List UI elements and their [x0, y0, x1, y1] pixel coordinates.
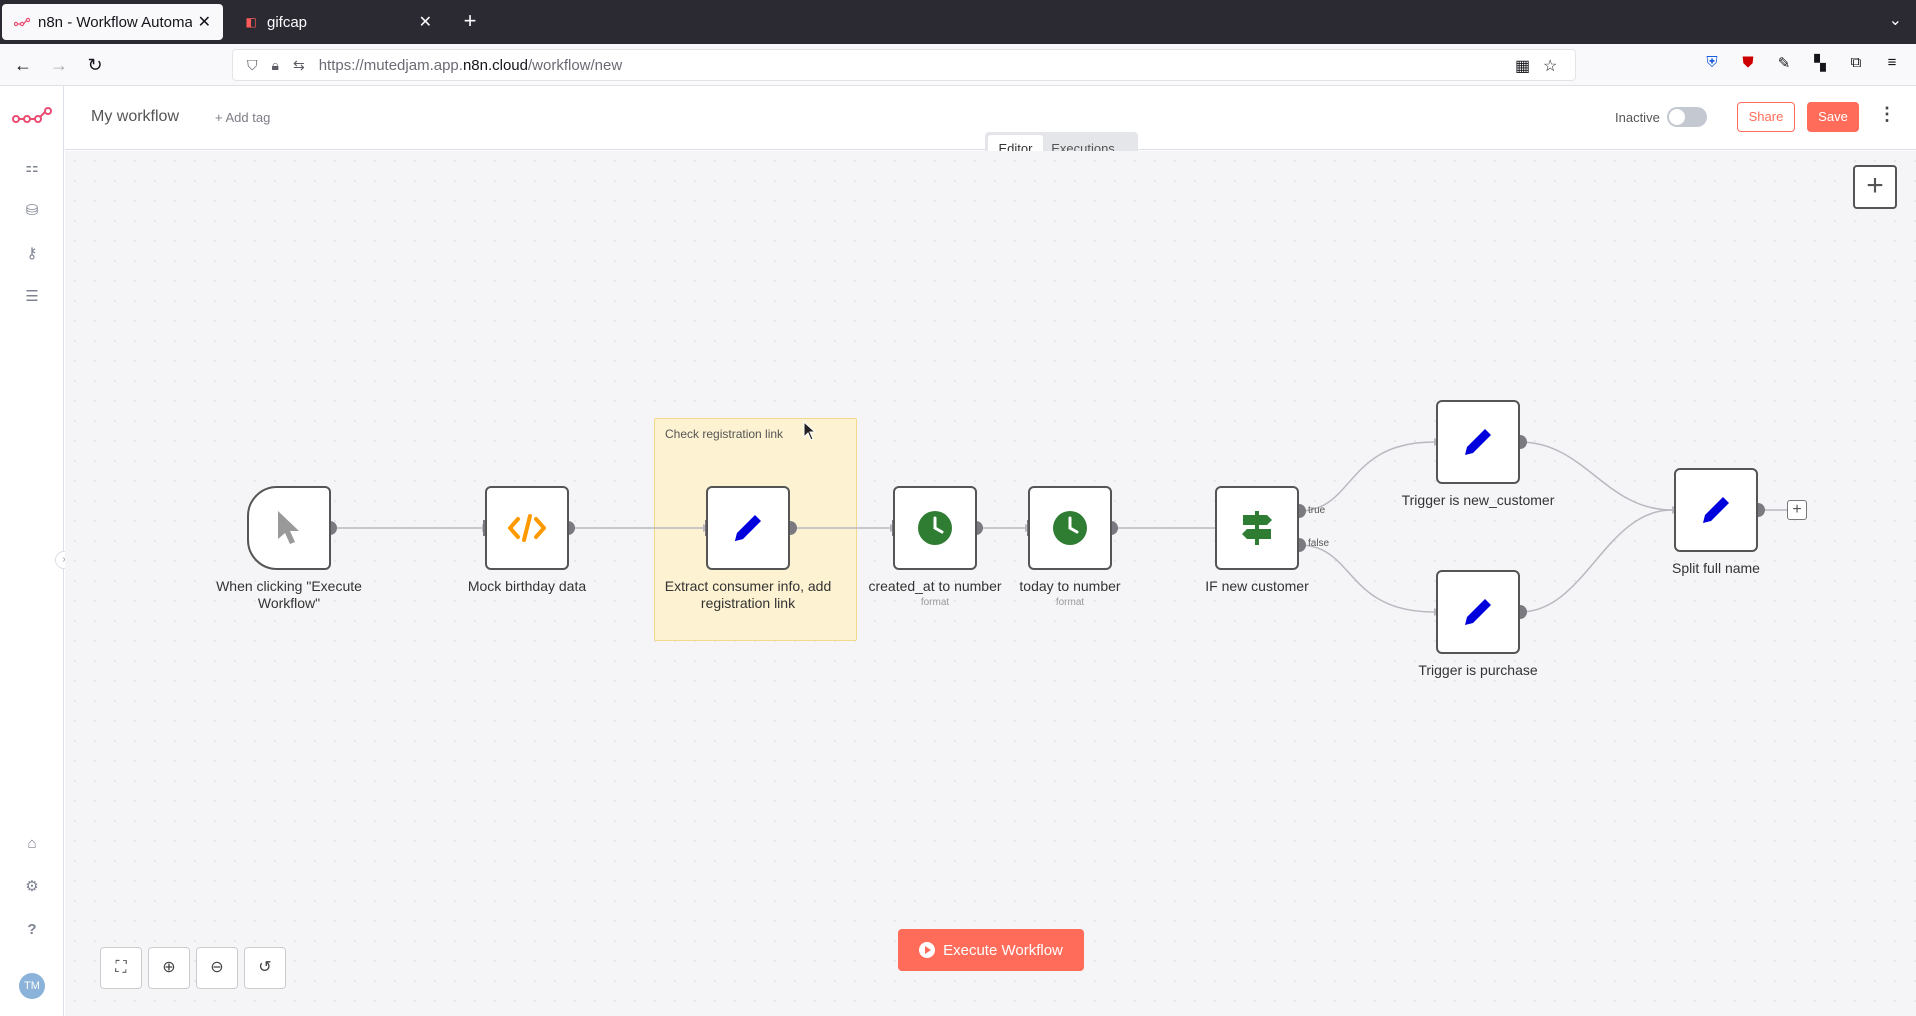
close-icon[interactable]: ✕	[418, 14, 432, 31]
node-trigger-is-purchase[interactable]	[1436, 570, 1520, 654]
node-label: Extract consumer info, add registration …	[664, 578, 832, 611]
save-button[interactable]: Save	[1807, 102, 1859, 132]
node-label: today to number	[1019, 578, 1121, 594]
node-label: When clicking "Execute Workflow"	[216, 578, 362, 611]
signpost-icon	[1242, 511, 1272, 545]
add-tag-button[interactable]: + Add tag	[215, 110, 271, 125]
pencil-icon	[735, 515, 761, 541]
workflows-icon[interactable]: ⚏	[25, 159, 39, 176]
play-icon	[919, 942, 936, 958]
add-next-node-icon[interactable]: +	[1787, 500, 1807, 520]
zoom-out-icon[interactable]: ⊖	[196, 947, 238, 989]
reset-zoom-icon[interactable]: ↺	[244, 947, 286, 989]
n8n-app: ⚏ ⛁ ⚷ ☰ ⌂ ⚙ ? TM › My workflow + Add tag…	[0, 86, 1916, 1016]
templates-icon[interactable]: ⛁	[25, 202, 39, 219]
browser-tab-bar: n8n - Workflow Automati ✕ ◧ gifcap ✕ + ⌄	[0, 0, 1916, 44]
permissions-icon: ⇆	[292, 56, 305, 73]
puzzle-icon[interactable]: ⧉	[1850, 54, 1862, 71]
reload-icon[interactable]: ↻	[87, 55, 103, 75]
node-label: Trigger is new_customer	[1401, 492, 1555, 508]
url-prefix: https://mutedjam.app.	[318, 56, 463, 74]
ublock-icon[interactable]: ⛊	[1742, 54, 1754, 71]
menu-icon[interactable]: ≡	[1887, 54, 1897, 71]
mouse-cursor-icon	[803, 421, 817, 441]
url-domain: n8n.cloud	[462, 56, 528, 74]
n8n-favicon-icon	[14, 14, 30, 30]
workflow-canvas[interactable]: + Check registration link	[65, 151, 1916, 1016]
tab-gifcap[interactable]: ◧ gifcap ✕	[231, 4, 444, 40]
add-node-button[interactable]: +	[1853, 165, 1897, 209]
node-split-full-name[interactable]	[1674, 468, 1758, 552]
node-label: created_at to number	[868, 578, 1002, 594]
workflow-header: My workflow + Add tag Inactive Share Sav…	[65, 86, 1916, 166]
bitwarden-icon[interactable]: ⛨	[1706, 54, 1718, 71]
pencil-icon	[1703, 497, 1729, 523]
more-options-icon[interactable]: ⋮	[1878, 104, 1896, 124]
workflow-name[interactable]: My workflow	[91, 108, 180, 125]
forward-icon[interactable]: →	[50, 55, 68, 75]
url-bar[interactable]: ⛉ 🔒︎ ⇆ https://mutedjam.app.n8n.cloud/wo…	[232, 49, 1576, 81]
node-subtitle: format	[920, 597, 950, 608]
avatar[interactable]: TM	[19, 973, 45, 999]
node-mock-birthday-data[interactable]	[485, 486, 569, 570]
close-icon[interactable]: ✕	[197, 14, 211, 31]
node-label: Trigger is purchase	[1418, 662, 1538, 678]
branch-false-label: false	[1308, 538, 1330, 549]
chevron-down-icon[interactable]: ⌄	[1888, 12, 1902, 29]
node-created-at-to-number[interactable]	[893, 486, 977, 570]
node-subtitle: format	[1055, 597, 1085, 608]
clock-icon	[1053, 511, 1087, 545]
cursor-icon	[278, 511, 299, 544]
qr-icon[interactable]: ▦	[1515, 58, 1531, 75]
star-icon[interactable]: ☆	[1543, 58, 1558, 75]
lock-icon: 🔒︎	[271, 56, 279, 73]
tab-title: gifcap	[267, 13, 308, 31]
node-today-to-number[interactable]	[1028, 486, 1112, 570]
tab-n8n[interactable]: n8n - Workflow Automati ✕	[2, 4, 223, 40]
new-tab-icon[interactable]: +	[463, 8, 477, 33]
url-path: /workflow/new	[528, 56, 623, 74]
home-icon[interactable]: ⌂	[27, 835, 37, 852]
browser-nav-bar: ← → ↻ ⛉ 🔒︎ ⇆ https://mutedjam.app.n8n.cl…	[0, 44, 1916, 86]
node-label: Split full name	[1672, 560, 1760, 576]
tab-title: n8n - Workflow Automati	[38, 13, 192, 31]
sidebar: ⚏ ⛁ ⚷ ☰ ⌂ ⚙ ? TM	[0, 86, 64, 1016]
execute-workflow-label: Execute Workflow	[943, 941, 1063, 959]
pencil-icon	[1465, 599, 1491, 625]
zoom-in-icon[interactable]: ⊕	[148, 947, 190, 989]
settings-gear-icon[interactable]: ⚙	[25, 878, 39, 895]
status-label: Inactive	[1615, 110, 1660, 125]
grid-icon[interactable]: ▚	[1814, 55, 1826, 72]
node-label: IF new customer	[1205, 578, 1309, 594]
node-trigger-is-new-customer[interactable]	[1436, 400, 1520, 484]
back-icon[interactable]: ←	[14, 55, 32, 75]
execute-workflow-button[interactable]: Execute Workflow	[898, 929, 1084, 971]
code-icon	[508, 514, 546, 542]
sticky-note-text: Check registration link	[665, 427, 784, 441]
extension-badge-icon[interactable]: ✎	[1777, 55, 1791, 72]
pencil-icon	[1465, 429, 1491, 455]
credentials-key-icon[interactable]: ⚷	[26, 245, 38, 262]
n8n-logo-icon[interactable]	[12, 106, 52, 126]
active-toggle[interactable]	[1667, 107, 1707, 127]
node-if-new-customer[interactable]	[1215, 486, 1299, 570]
node-extract-consumer-info[interactable]	[706, 486, 790, 570]
gifcap-favicon-icon: ◧	[245, 15, 257, 29]
branch-true-label: true	[1308, 505, 1326, 516]
help-icon[interactable]: ?	[27, 921, 37, 938]
executions-list-icon[interactable]: ☰	[25, 288, 39, 305]
node-manual-trigger[interactable]	[247, 486, 331, 570]
share-button[interactable]: Share	[1737, 102, 1795, 132]
clock-icon	[918, 511, 952, 545]
shield-icon: ⛉	[247, 56, 258, 73]
node-label: Mock birthday data	[467, 578, 587, 594]
fit-view-icon[interactable]: ⛶	[100, 947, 142, 989]
